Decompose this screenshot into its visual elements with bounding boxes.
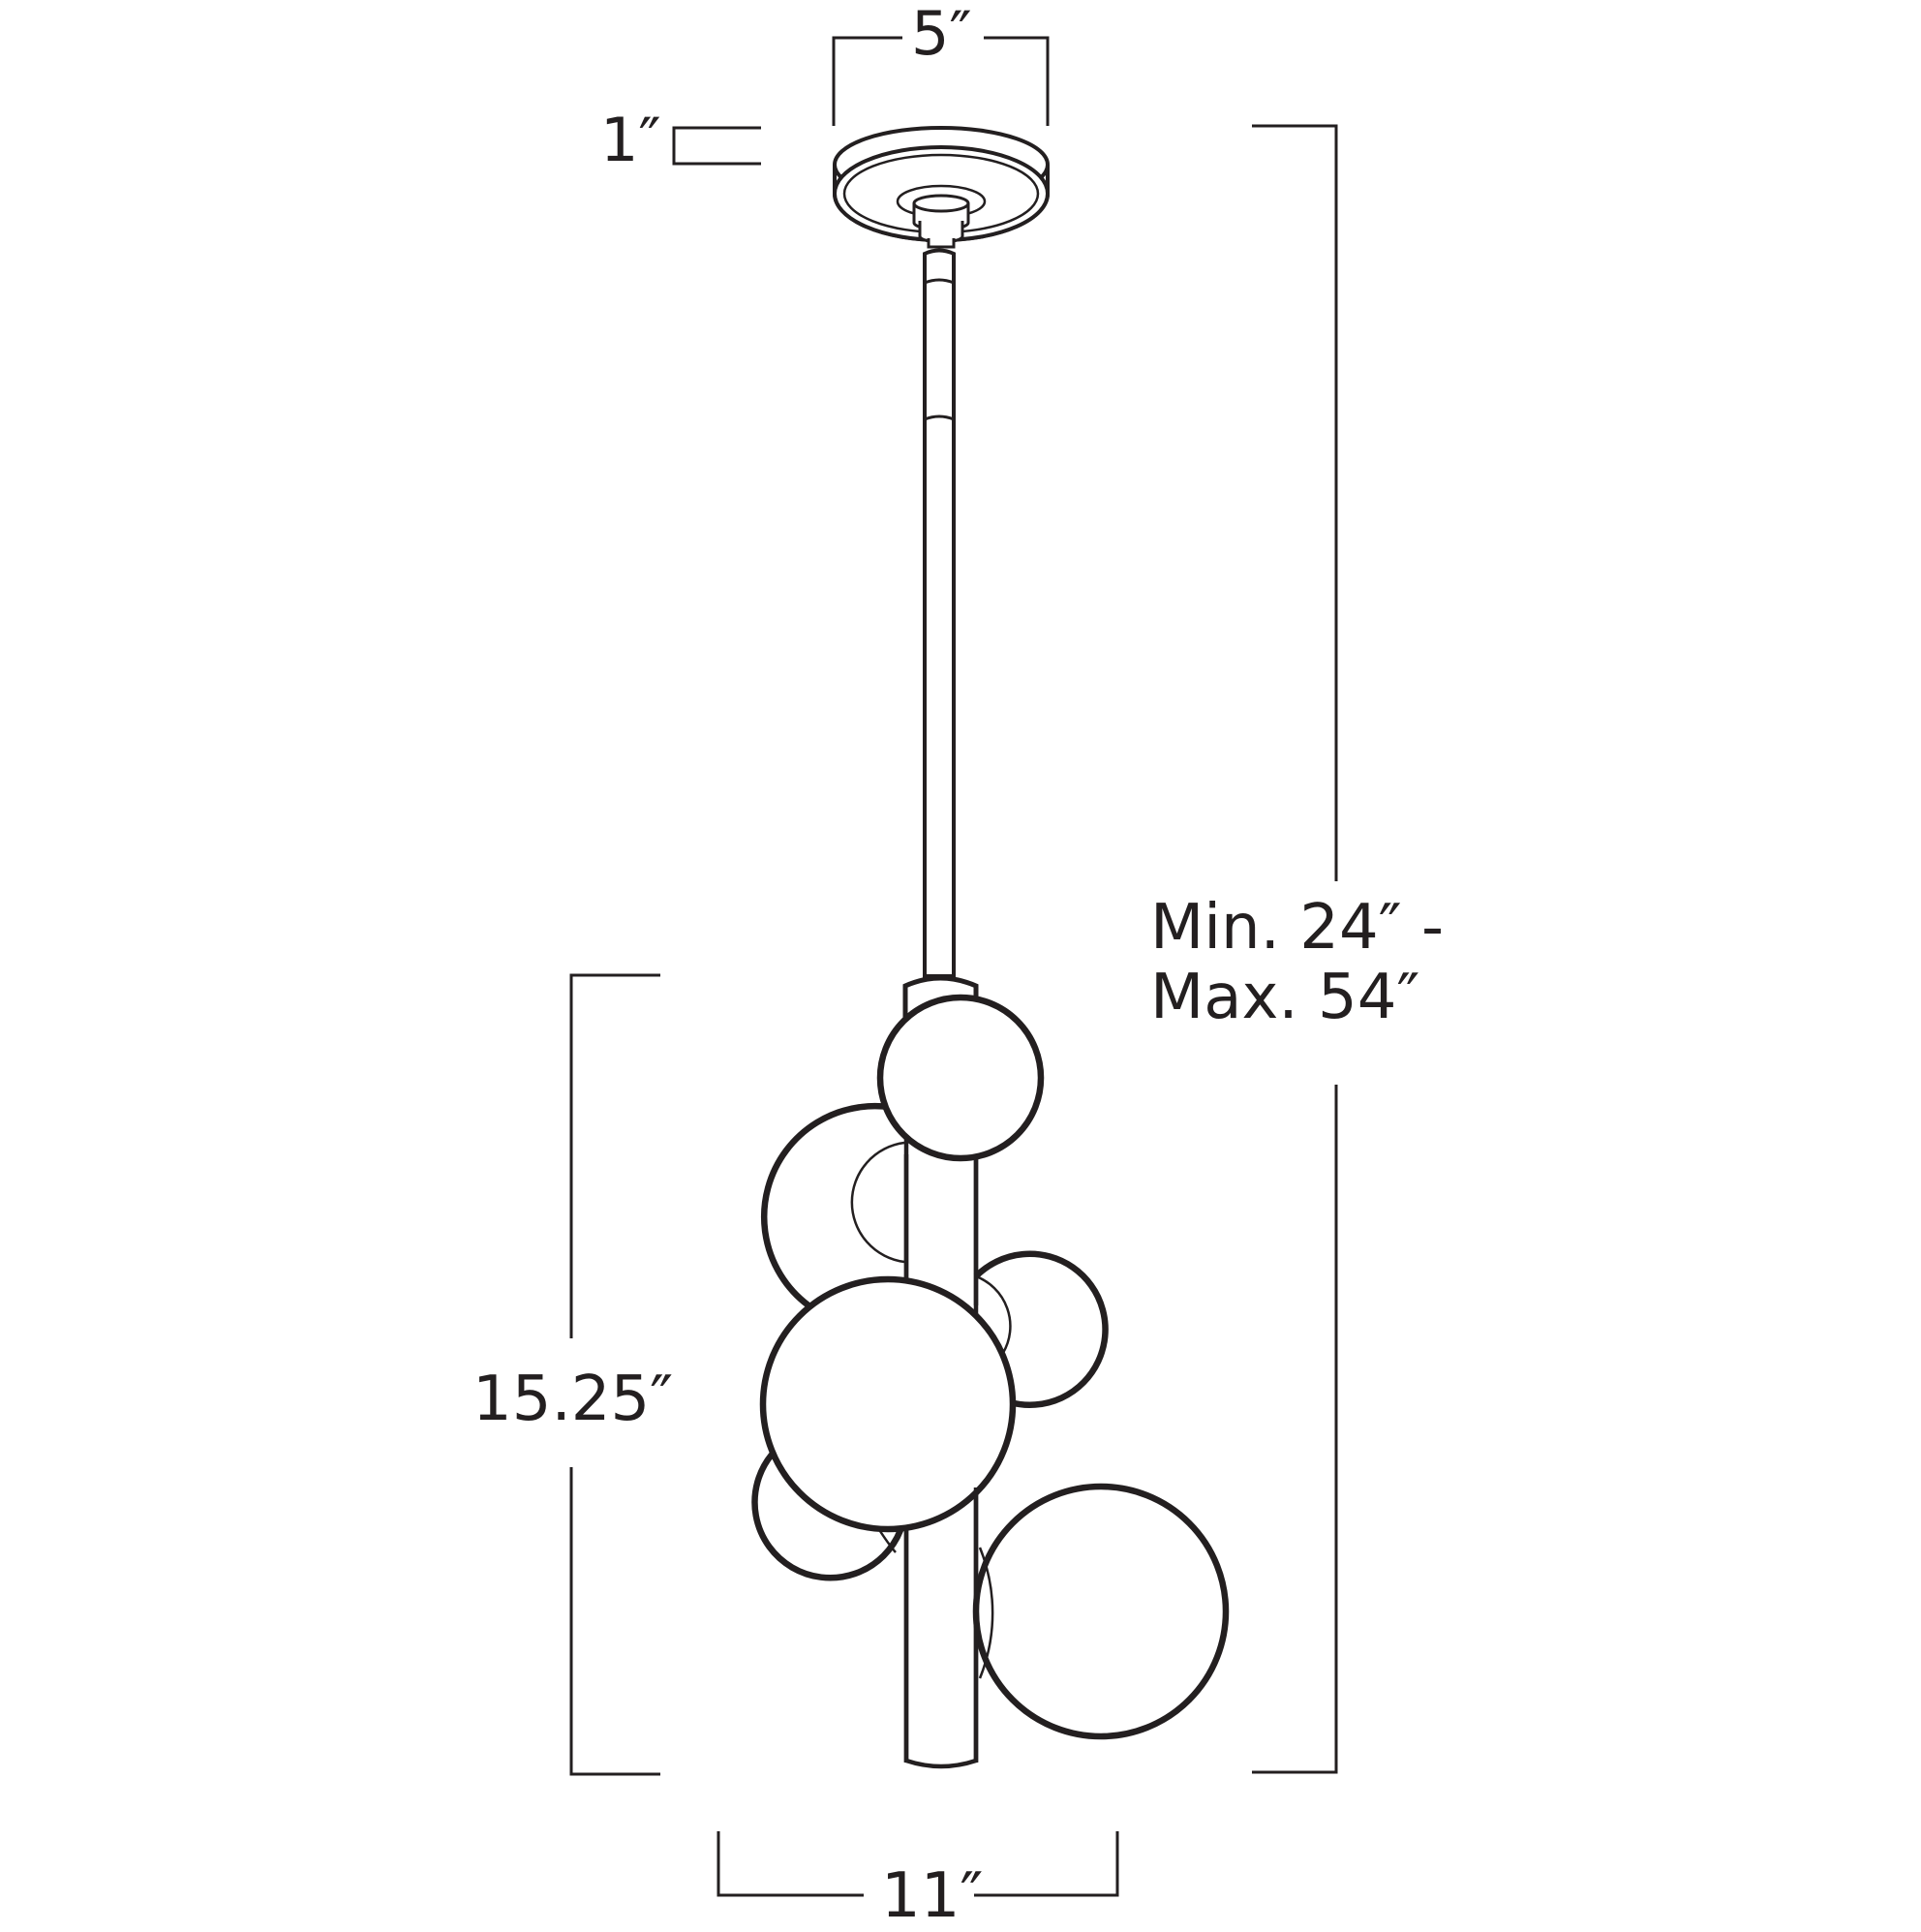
overall-height-bracket [1252,124,1338,1774]
canopy-width-bracket [832,36,1050,126]
globe-lower-right [972,1483,1230,1740]
body-height-bracket [569,973,660,1776]
canopy-width-label: 5″ [911,0,972,69]
globe-lower-left [751,1452,904,1581]
stem-visible-segments [903,1154,979,1763]
downrod [923,248,956,978]
globe-top [876,994,1045,1162]
canopy-height-label: 1″ [600,105,661,175]
ceiling-canopy [833,126,1050,249]
globes [751,994,1230,1740]
overall-height-max: Max. 54″ [1150,962,1420,1034]
overall-height-min: Min. 24″ - [1150,892,1445,964]
globe-center [759,1275,1017,1533]
overall-height-label: Min. 24″ - Max. 54″ [1150,893,1444,1033]
globe-right-middle [973,1250,1109,1408]
body-width-label: 11″ [881,1860,984,1932]
body-width-bracket [717,1831,1119,1897]
body-height-label: 15.25″ [473,1364,674,1435]
canopy-height-bracket [672,126,761,166]
